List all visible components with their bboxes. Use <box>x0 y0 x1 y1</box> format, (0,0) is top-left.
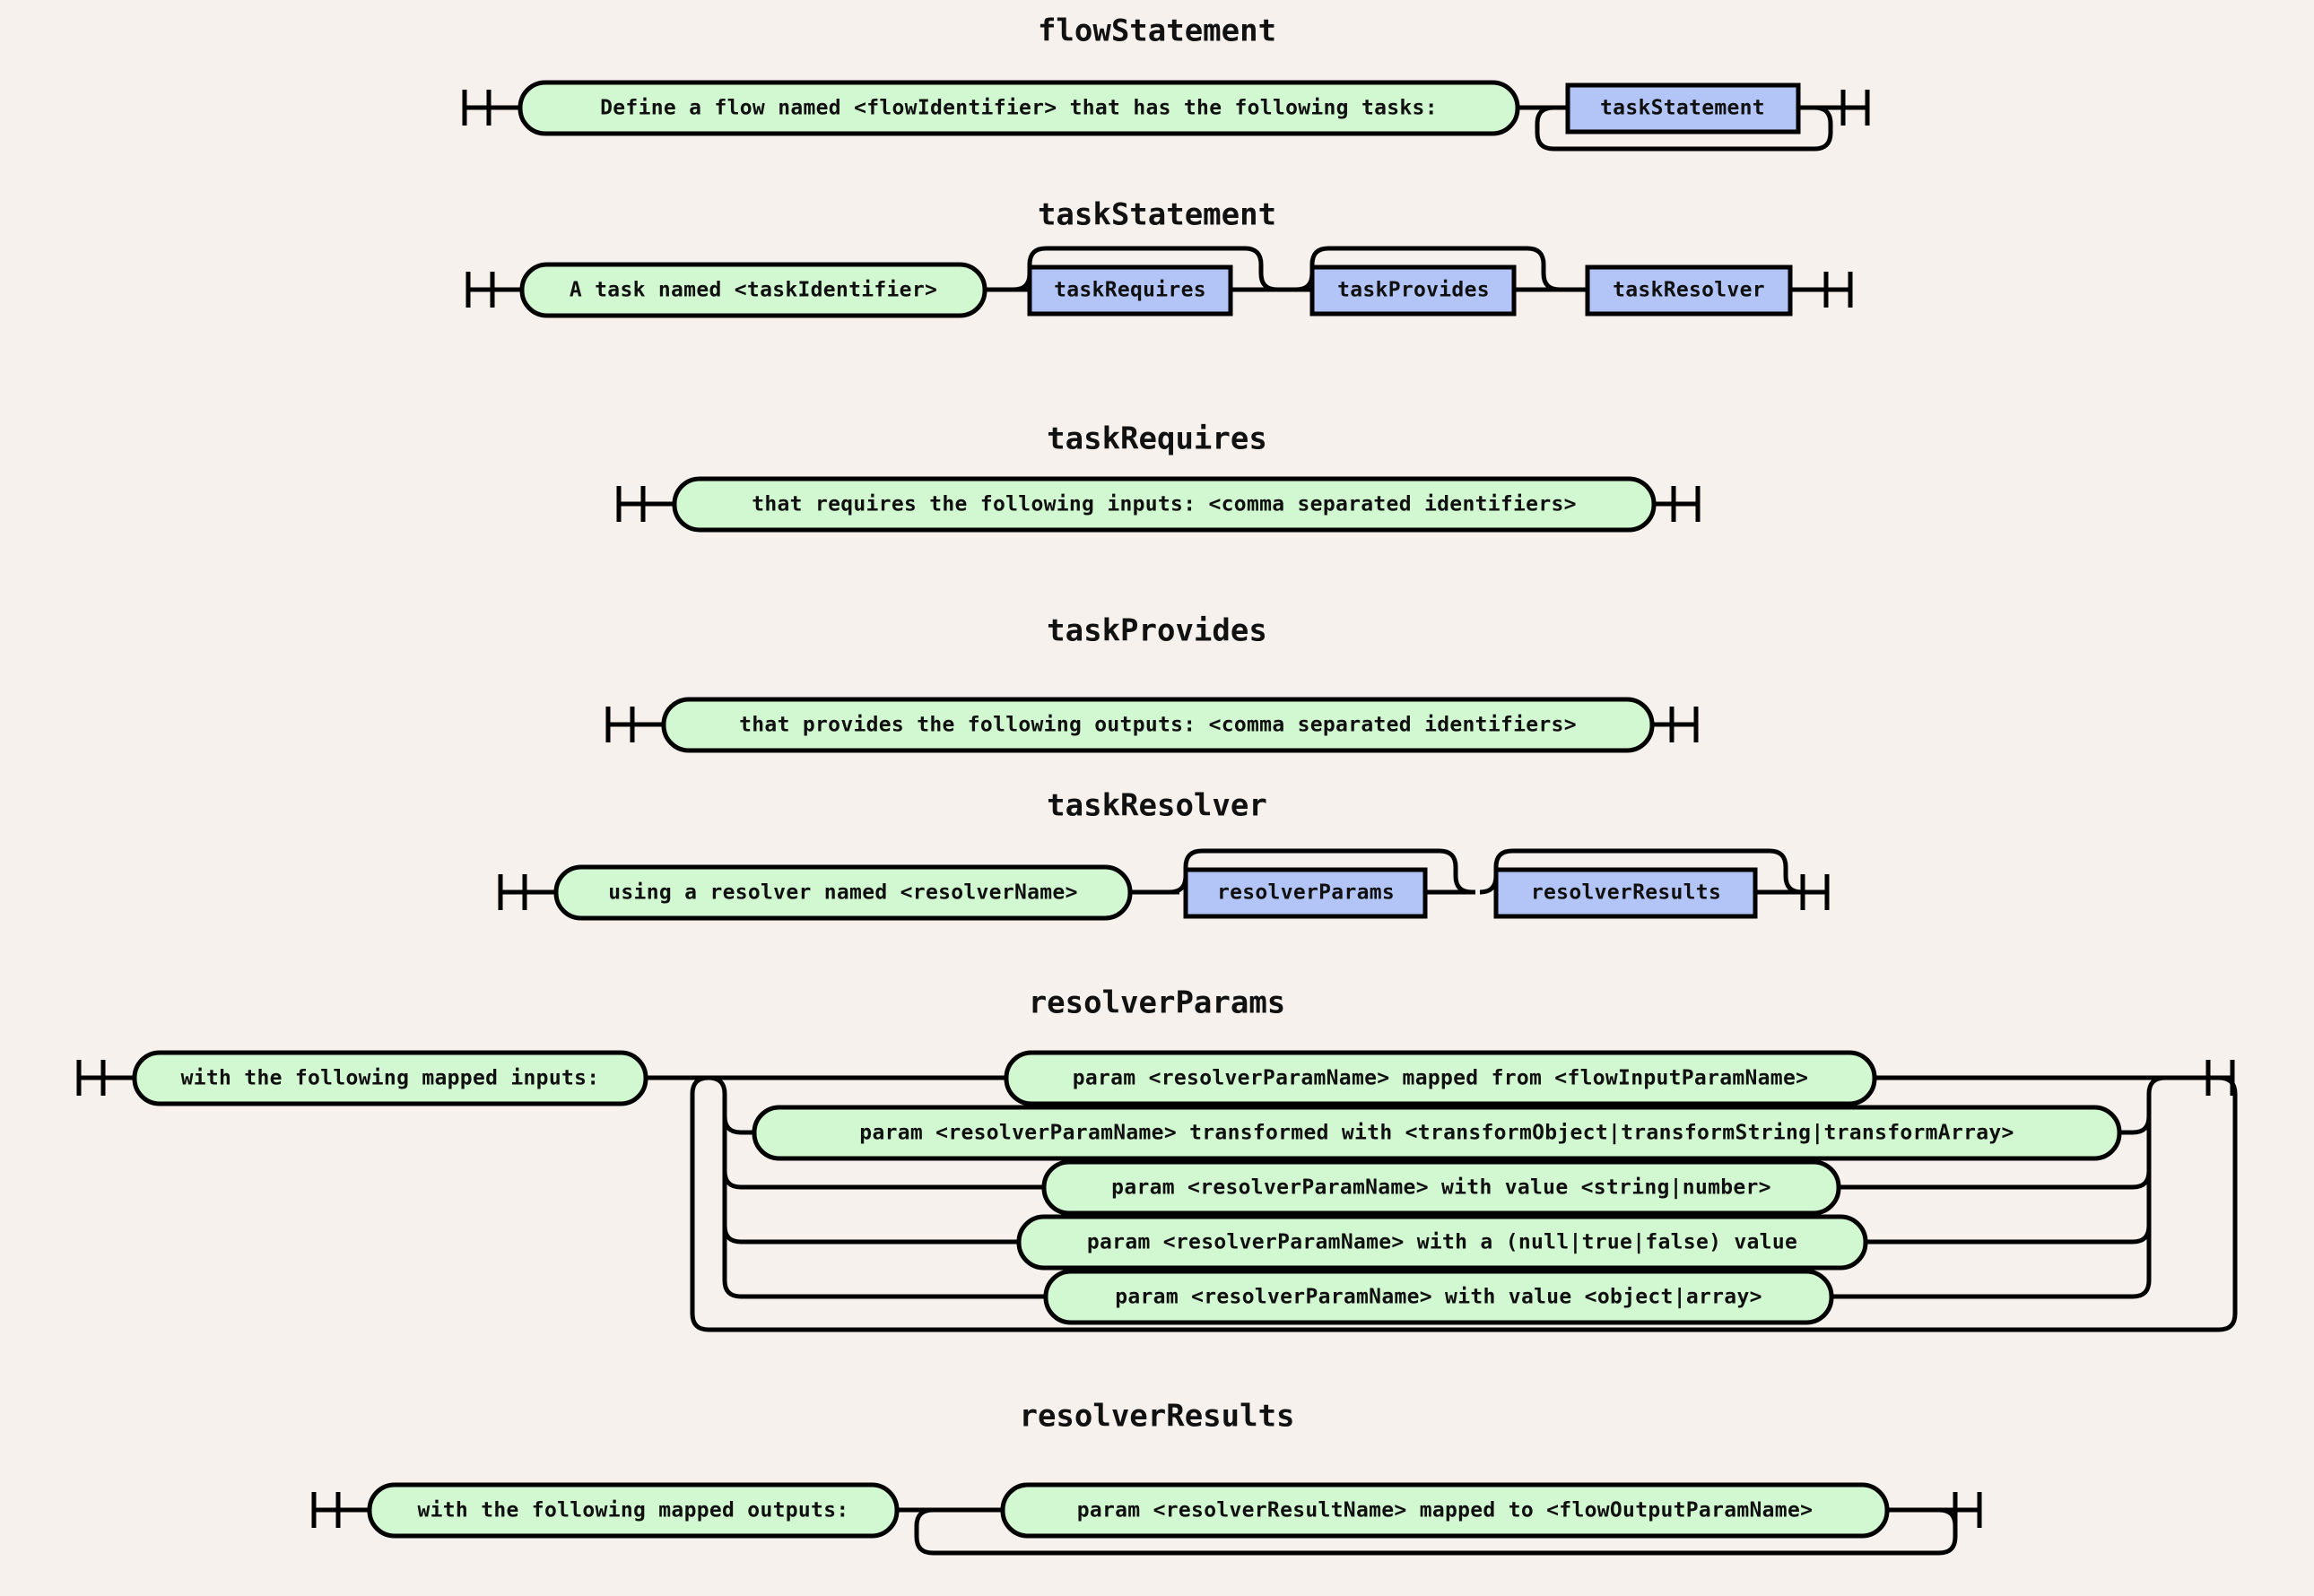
end-marker <box>2170 1060 2235 1096</box>
diagram-taskProvides: taskProvides that provides the following… <box>605 613 1699 753</box>
terminal-label: with the following mapped outputs: <box>417 1499 848 1522</box>
bypass-arc <box>1169 848 1473 895</box>
start-marker <box>76 1060 135 1096</box>
diagram-taskStatement: taskStatement A task named <taskIdentifi… <box>465 197 1853 318</box>
nonterminal-label: taskStatement <box>1600 97 1765 120</box>
end-marker <box>1671 486 1701 522</box>
nonterminal-label: taskRequires <box>1054 279 1206 302</box>
diagram-taskResolver: taskResolver using a resolver named <res… <box>498 788 1830 921</box>
terminal-label: param <resolverResultName> mapped to <fl… <box>1077 1499 1814 1522</box>
terminal-label: param <resolverParamName> mapped from <f… <box>1073 1067 1809 1090</box>
nonterminal-label: taskProvides <box>1337 279 1490 302</box>
nonterminal-box-taskResolver[interactable] <box>1585 265 1793 317</box>
end-marker <box>1669 707 1699 742</box>
start-marker <box>616 486 674 522</box>
terminal-label: that requires the following inputs: <com… <box>752 493 1577 516</box>
terminal-label: param <resolverParamName> with a (null|t… <box>1087 1231 1797 1254</box>
start-marker <box>605 707 664 742</box>
terminal-label: Define a flow named <flowIdentifier> tha… <box>600 97 1438 120</box>
diagram-title-flowStatement: flowStatement <box>1038 13 1276 49</box>
diagram-title-taskProvides: taskProvides <box>1047 613 1267 649</box>
diagram-resolverParams: resolverParams with the following mapped… <box>76 985 2238 1332</box>
start-marker <box>498 874 556 910</box>
start-marker <box>465 272 522 308</box>
nonterminal-label: taskResolver <box>1613 279 1765 302</box>
bypass-arc <box>1479 848 1803 895</box>
start-marker <box>462 90 518 126</box>
terminal-label: param <resolverParamName> with value <st… <box>1111 1176 1771 1200</box>
diagram-flowStatement: flowStatement Define a flow named <flowI… <box>462 13 1870 152</box>
bypass-arc <box>1295 246 1561 292</box>
diagram-title-taskResolver: taskResolver <box>1047 788 1267 824</box>
diagram-taskRequires: taskRequires that requires the following… <box>616 421 1701 533</box>
repeat-arc <box>1535 105 1833 152</box>
start-marker <box>311 1492 370 1528</box>
terminal-label: param <resolverParamName> transformed wi… <box>859 1122 2014 1145</box>
nonterminal-label: resolverResults <box>1531 881 1721 905</box>
terminal-label: param <resolverParamName> with value <ob… <box>1115 1286 1762 1309</box>
diagram-title-resolverResults: resolverResults <box>1019 1399 1294 1435</box>
terminal-label: A task named <taskIdentifier> <box>570 279 937 302</box>
terminal-label: using a resolver named <resolverName> <box>608 881 1077 905</box>
end-marker <box>1953 1492 1982 1528</box>
terminal-label: that provides the following outputs: <co… <box>739 714 1577 737</box>
diagram-resolverResults: resolverResults with the following mappe… <box>311 1399 1982 1556</box>
diagram-title-resolverParams: resolverParams <box>1029 985 1286 1021</box>
nonterminal-label: resolverParams <box>1217 881 1395 905</box>
end-marker <box>1800 874 1830 910</box>
end-marker <box>1834 90 1870 126</box>
nonterminal-box-resolverResults[interactable] <box>1493 867 1758 919</box>
diagram-title-taskRequires: taskRequires <box>1047 421 1267 457</box>
end-marker <box>1823 272 1853 308</box>
diagram-title-taskStatement: taskStatement <box>1038 197 1276 233</box>
bypass-arc <box>1013 246 1278 292</box>
terminal-label: with the following mapped inputs: <box>181 1067 600 1090</box>
